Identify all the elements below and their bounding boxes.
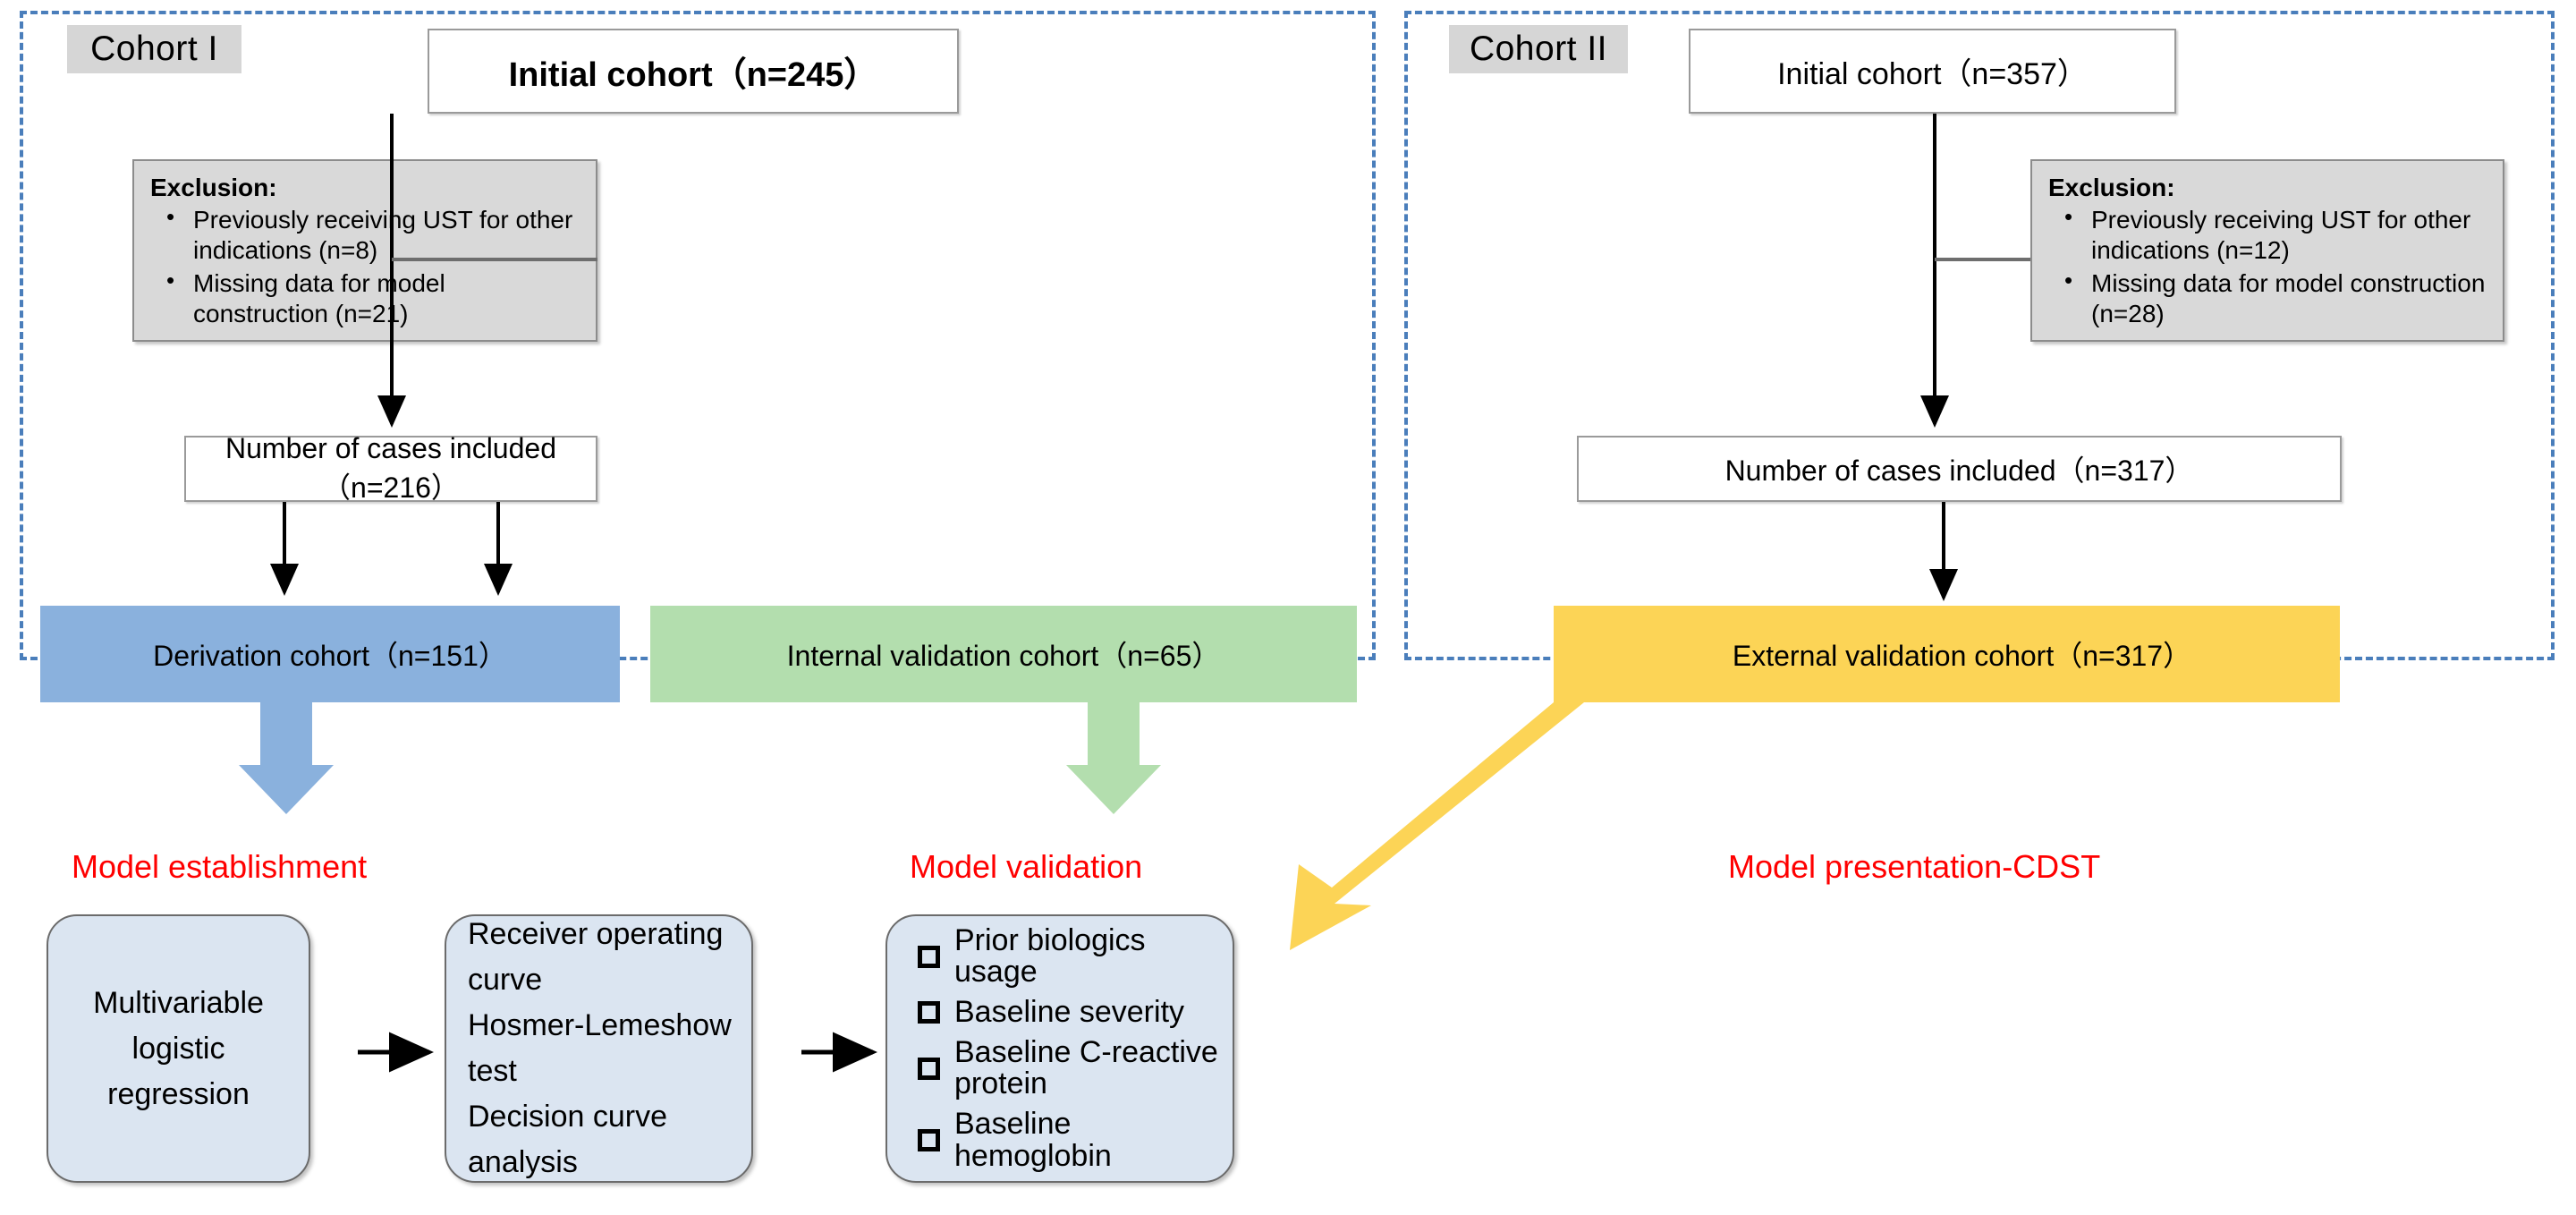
list-item: Baseline C-reactive protein xyxy=(918,1034,1233,1101)
external-validation-cohort-label: External validation cohort（n=317） xyxy=(1732,640,2192,672)
derivation-cohort-label: Derivation cohort（n=151） xyxy=(153,640,507,672)
cohort-1-included-box-real: Number of cases included（n=216） xyxy=(184,432,597,504)
model-validation-text: Receiver operating curve Hosmer-Lemeshow… xyxy=(468,917,732,1179)
internal-validation-cohort-bar: Internal validation cohort（n=65） xyxy=(650,606,1357,702)
caption-model-presentation: Model presentation-CDST xyxy=(1728,848,2100,886)
cohort-1-exclusion-list: Previously receiving UST for other indic… xyxy=(150,203,581,329)
list-item: Baseline severity xyxy=(918,994,1233,1029)
list-item: Baseline hemoglobin xyxy=(918,1107,1233,1173)
list-item: Missing data for model construction (n=2… xyxy=(150,266,581,329)
list-item: Prior biologics usage xyxy=(918,922,1233,990)
internal-validation-block-arrow xyxy=(1066,702,1161,814)
external-validation-cohort-bar: External validation cohort（n=317） xyxy=(1584,606,2340,702)
checkbox-icon xyxy=(918,945,940,968)
cohort-2-tag-label: Cohort II xyxy=(1469,30,1608,68)
list-item: Previously receiving UST for other indic… xyxy=(150,203,581,266)
cohort-2-included-label: Number of cases included（n=317） xyxy=(1724,455,2194,487)
cohort-2-exclusion-list: Previously receiving UST for other indic… xyxy=(2048,203,2488,329)
cdst-checklist: Prior biologics usage Baseline severity … xyxy=(887,917,1233,1181)
cdst-item-label: Prior biologics usage xyxy=(954,922,1146,990)
cohort-1-initial-box: Initial cohort（n=245） xyxy=(428,29,959,114)
internal-validation-cohort-label: Internal validation cohort（n=65） xyxy=(786,640,1221,672)
model-presentation-panel: Prior biologics usage Baseline severity … xyxy=(886,914,1234,1183)
caption-establishment-label: Model establishment xyxy=(72,848,368,885)
model-establishment-panel: Multivariable logistic regression xyxy=(47,914,310,1183)
cohort-2-exclusion-box: Exclusion: Previously receiving UST for … xyxy=(2030,159,2504,342)
derivation-cohort-bar: Derivation cohort（n=151） xyxy=(40,606,620,702)
checkbox-icon xyxy=(918,1057,940,1080)
caption-model-validation: Model validation xyxy=(910,848,1142,886)
cohort-1-exclusion-title: Exclusion: xyxy=(150,174,277,201)
cohort-1-included-label: Number of cases included（n=216） xyxy=(225,431,556,504)
cohort-2-exclusion-title: Exclusion: xyxy=(2048,174,2175,201)
list-item: Missing data for model construction (n=2… xyxy=(2048,266,2488,329)
caption-presentation-label: Model presentation-CDST xyxy=(1728,848,2101,885)
model-validation-panel: Receiver operating curve Hosmer-Lemeshow… xyxy=(445,914,753,1183)
cohort-2-initial-box: Initial cohort（n=357） xyxy=(1689,29,2176,114)
checkbox-icon xyxy=(918,1129,940,1152)
cohort-1-exclusion-box: Exclusion: Previously receiving UST for … xyxy=(132,159,597,342)
cohort-2-initial-label: Initial cohort（n=357） xyxy=(1777,57,2088,91)
cohort-1-tag: Cohort I xyxy=(67,25,242,73)
cohort-1-initial-label: Initial cohort（n=245） xyxy=(508,56,878,94)
checkbox-icon xyxy=(918,1001,940,1024)
list-item: Previously receiving UST for other indic… xyxy=(2048,203,2488,266)
cdst-item-label: Baseline hemoglobin xyxy=(954,1107,1112,1173)
cohort-1-tag-label: Cohort I xyxy=(90,30,218,68)
cohort-2-tag: Cohort II xyxy=(1449,25,1628,73)
cohort-2-included-box: Number of cases included（n=317） xyxy=(1577,436,2342,502)
cdst-item-label: Baseline C-reactive protein xyxy=(954,1034,1218,1101)
caption-validation-label: Model validation xyxy=(910,848,1143,885)
model-establishment-text: Multivariable logistic regression xyxy=(93,985,264,1111)
derivation-block-arrow xyxy=(239,702,334,814)
caption-model-establishment: Model establishment xyxy=(72,848,367,886)
cdst-item-label: Baseline severity xyxy=(954,994,1185,1029)
